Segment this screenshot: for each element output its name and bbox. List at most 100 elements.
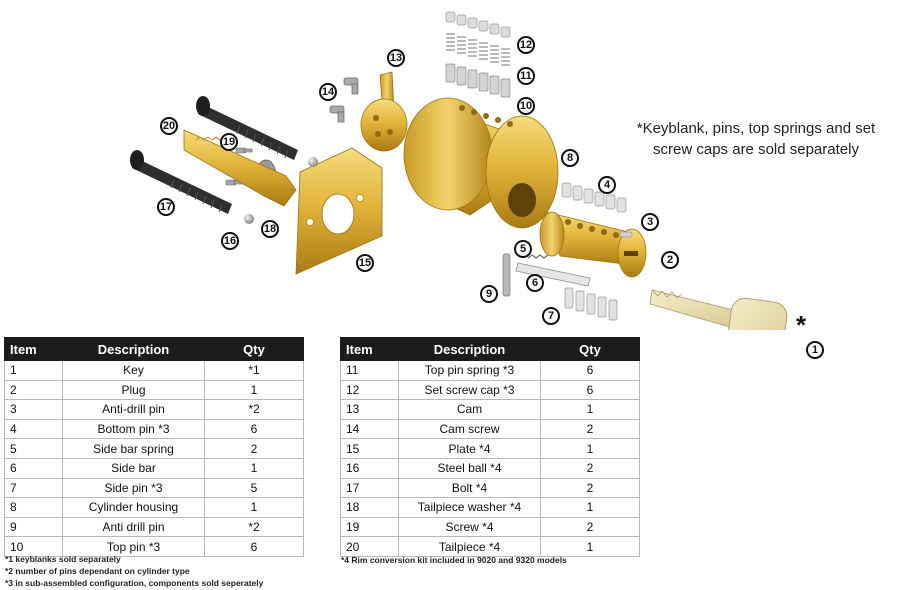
callout-17: 17	[157, 198, 175, 216]
cell-item: 20	[340, 536, 399, 557]
bottom-pins	[561, 182, 627, 213]
exploded-lock-diagram: SFX	[130, 11, 788, 330]
callout-19: 19	[220, 133, 238, 151]
cell-qty: 2	[204, 438, 304, 459]
cell-qty: 1	[540, 438, 640, 459]
cell-qty: 2	[540, 457, 640, 479]
callout-8: 8	[561, 149, 579, 167]
cell-description: Key	[62, 360, 205, 381]
callout-7: 7	[542, 307, 560, 325]
cell-item: 14	[340, 418, 399, 440]
cell-description: Bolt *4	[398, 477, 541, 499]
cylinder-housing	[403, 97, 559, 229]
callout-5: 5	[514, 240, 532, 258]
cell-item: 12	[340, 379, 399, 401]
anti-drill-pin-long	[502, 253, 511, 297]
cell-qty: 2	[540, 418, 640, 440]
footnote-3: *3 in sub-assembled configuration, compo…	[5, 578, 264, 588]
cell-description: Tailpiece *4	[398, 536, 541, 557]
cell-description: Screw *4	[398, 516, 541, 538]
cell-item: 6	[4, 457, 63, 479]
cell-item: 3	[4, 399, 63, 420]
callout-11: 11	[517, 67, 535, 85]
cell-qty: 6	[540, 379, 640, 401]
cell-description: Plug	[62, 379, 205, 401]
cell-qty: 5	[204, 477, 304, 499]
cell-qty: 2	[540, 477, 640, 499]
cam	[360, 71, 408, 152]
tailpiece-screws	[225, 147, 253, 186]
header-description: Description	[62, 337, 205, 361]
cell-item: 5	[4, 438, 63, 459]
side-pins	[564, 287, 618, 321]
cell-item: 13	[340, 399, 399, 420]
cell-item: 7	[4, 477, 63, 499]
sold-separately-note: *Keyblank, pins, top springs and set scr…	[618, 118, 894, 160]
cell-qty: 6	[540, 360, 640, 381]
callout-13: 13	[387, 49, 405, 67]
cell-qty: 1	[540, 497, 640, 518]
header-item: Item	[340, 337, 399, 361]
cell-description: Plate *4	[398, 438, 541, 459]
side-bar-spring	[527, 254, 549, 259]
header-description: Description	[398, 337, 541, 361]
cell-item: 9	[4, 516, 63, 538]
cell-description: Anti-drill pin	[62, 399, 205, 420]
plate	[295, 147, 383, 275]
cell-qty: *2	[204, 516, 304, 538]
callout-1: 1	[806, 341, 824, 359]
key: SFX	[649, 289, 788, 330]
cell-description: Set screw cap *3	[398, 379, 541, 401]
header-item: Item	[4, 337, 63, 361]
cell-item: 2	[4, 379, 63, 401]
cell-qty: 2	[540, 516, 640, 538]
cell-qty: 1	[204, 497, 304, 518]
cell-qty: 1	[540, 399, 640, 420]
callout-6: 6	[526, 274, 544, 292]
bolts	[130, 96, 298, 214]
table-header-row: Item Description Qty	[4, 337, 304, 361]
cell-description: Anti drill pin	[62, 516, 205, 538]
table-header-row: Item Description Qty	[340, 337, 640, 361]
cell-description: Steel ball *4	[398, 457, 541, 479]
cell-item: 8	[4, 497, 63, 518]
footnote-4: *4 Rim conversion kit included in 9020 a…	[341, 555, 567, 565]
cell-qty: 6	[204, 418, 304, 440]
cam-screws	[329, 77, 359, 123]
anti-drill-pin-small	[619, 231, 633, 238]
footnote-1: *1 keyblanks sold separately	[5, 554, 121, 564]
note-line-2: screw caps are sold separately	[653, 141, 859, 158]
side-bar	[515, 262, 591, 287]
cell-item: 17	[340, 477, 399, 499]
callout-10: 10	[517, 97, 535, 115]
cell-description: Bottom pin *3	[62, 418, 205, 440]
callout-16: 16	[221, 232, 239, 250]
cell-qty: *2	[204, 399, 304, 420]
callout-9: 9	[480, 285, 498, 303]
cell-item: 18	[340, 497, 399, 518]
cell-qty: 6	[204, 536, 304, 557]
header-qty: Qty	[204, 337, 304, 361]
cell-item: 16	[340, 457, 399, 479]
cell-qty: 1	[204, 379, 304, 401]
cell-item: 4	[4, 418, 63, 440]
cell-description: Cylinder housing	[62, 497, 205, 518]
cell-qty: 1	[540, 536, 640, 557]
cell-item: 19	[340, 516, 399, 538]
callout-14: 14	[319, 83, 337, 101]
